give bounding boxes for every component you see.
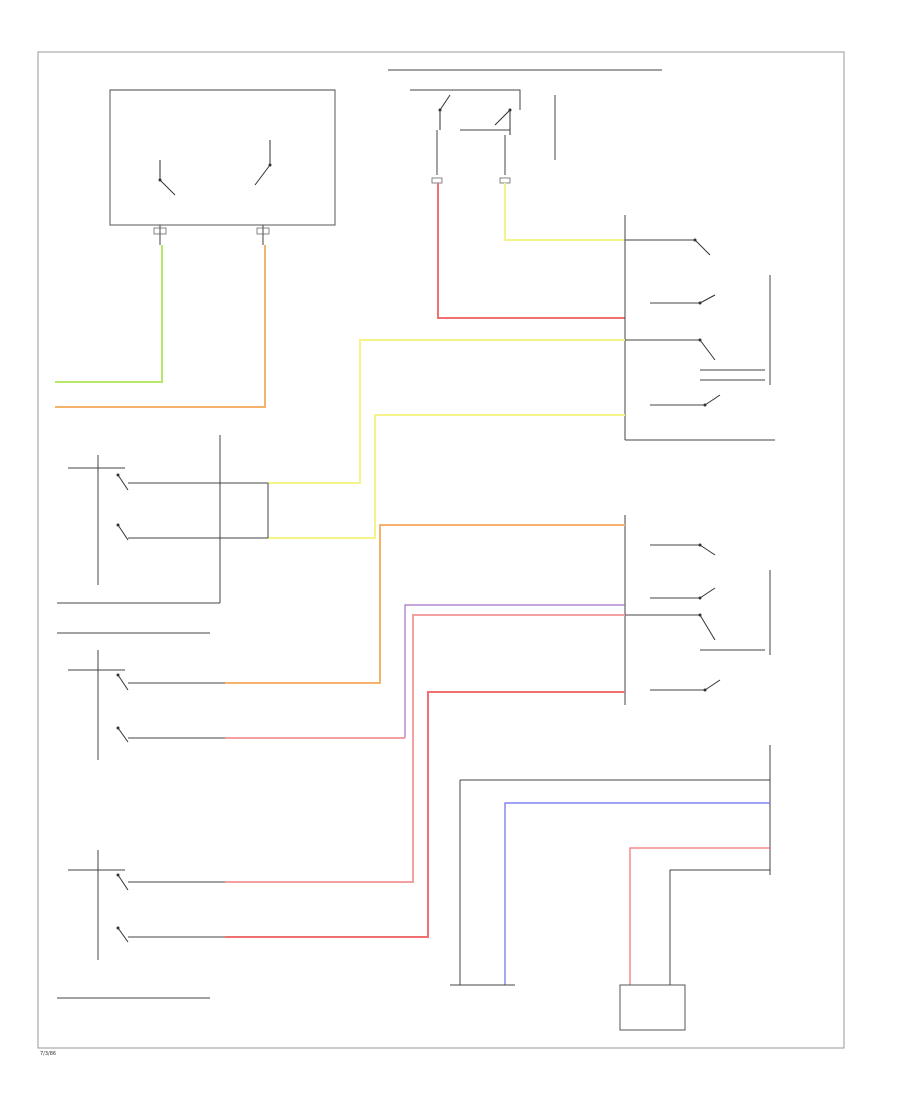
left-switch-group-2 [68, 650, 225, 760]
srs-box-right [619, 984, 686, 1031]
wire-fuse-left [55, 245, 163, 383]
wire-fuse-right [55, 245, 266, 408]
wire-yellow-upper [268, 339, 625, 484]
rb1-switch-1 [625, 238, 711, 256]
left-switch-group-1 [57, 435, 269, 604]
diagram-frame [37, 51, 845, 1049]
lg3-switch-lower [116, 926, 225, 943]
wire-red-lower [225, 691, 625, 938]
rb2-switch-4 [650, 679, 721, 692]
left-switch-group-3 [68, 850, 225, 960]
wire-top-yellow [504, 183, 625, 241]
rb1-switch-4 [650, 394, 721, 407]
wire-pink-lower [225, 614, 625, 883]
rb2-switch-1 [650, 543, 716, 556]
srs-line-4 [669, 869, 770, 985]
footer-code: 7/3/86 [40, 1051, 56, 1057]
lg1-switch-upper [116, 473, 268, 491]
rb2-switch-3 [625, 613, 765, 651]
fuse-switch-right [254, 140, 272, 186]
fuse-box-assembly [109, 89, 336, 245]
fuse-switch-left [158, 160, 176, 196]
wire-orange-mid [225, 524, 625, 684]
rb1-switch-3 [625, 338, 765, 381]
lg2-switch-lower [116, 726, 225, 743]
wire-red-srs [629, 847, 770, 985]
top-switch-right [494, 108, 512, 135]
top-switch-left [438, 94, 451, 130]
right-connector-block-lower [624, 515, 771, 705]
top-switch-module [388, 69, 662, 184]
fuse-box-outline [109, 89, 336, 226]
wire-top-red [437, 183, 625, 319]
rb2-switch-2 [650, 587, 716, 600]
lg1-switch-lower [116, 523, 268, 541]
right-connector-block-upper [624, 215, 775, 441]
lg2-switch-upper [116, 673, 225, 691]
wire-purple [404, 604, 625, 738]
wire-blue [504, 802, 770, 985]
wire-yellow-lower [268, 414, 625, 539]
rb1-switch-2 [650, 294, 716, 305]
lg3-switch-upper [116, 873, 225, 891]
srs-unit-connectors [450, 745, 771, 1031]
